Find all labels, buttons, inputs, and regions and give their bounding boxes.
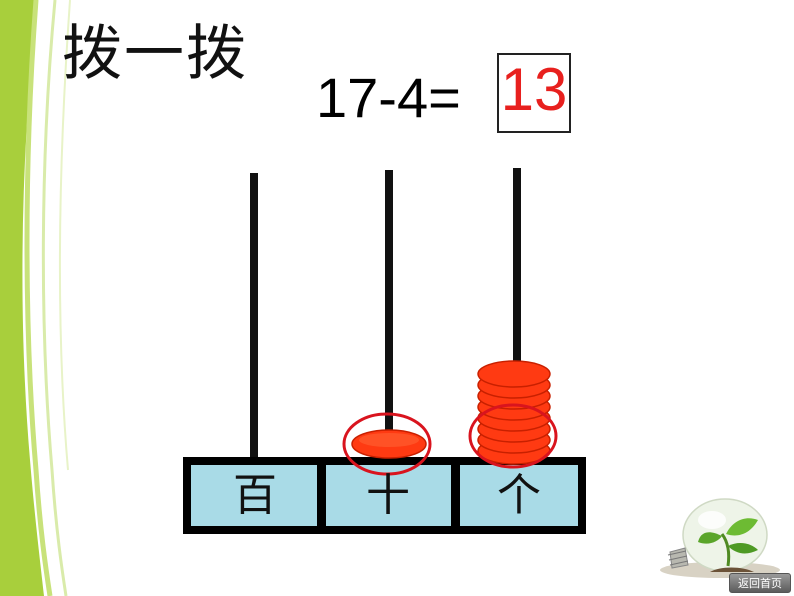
base-cell-ones [460,465,578,526]
rod-hundreds [250,173,258,463]
highlight-circle-tens [342,412,432,476]
sprout-lightbulb-icon [660,498,780,578]
equation: 17-4= [316,66,461,129]
slide-title: 拨一拨 [62,19,248,89]
rod-tens [385,170,393,463]
place-label-ones: 个 [497,470,541,521]
highlight-circle-ones [468,403,558,469]
rod-ones [513,168,521,463]
place-label-hundreds: 百 [233,470,277,521]
place-label-tens: 十 [366,470,410,521]
answer-box: 13 [497,53,571,133]
base-cell-hundreds [191,465,317,526]
ones-beads [477,360,551,465]
left-decoration [0,0,71,596]
answer: 13 [500,56,568,123]
home-button[interactable]: 返回首页 [729,573,791,593]
